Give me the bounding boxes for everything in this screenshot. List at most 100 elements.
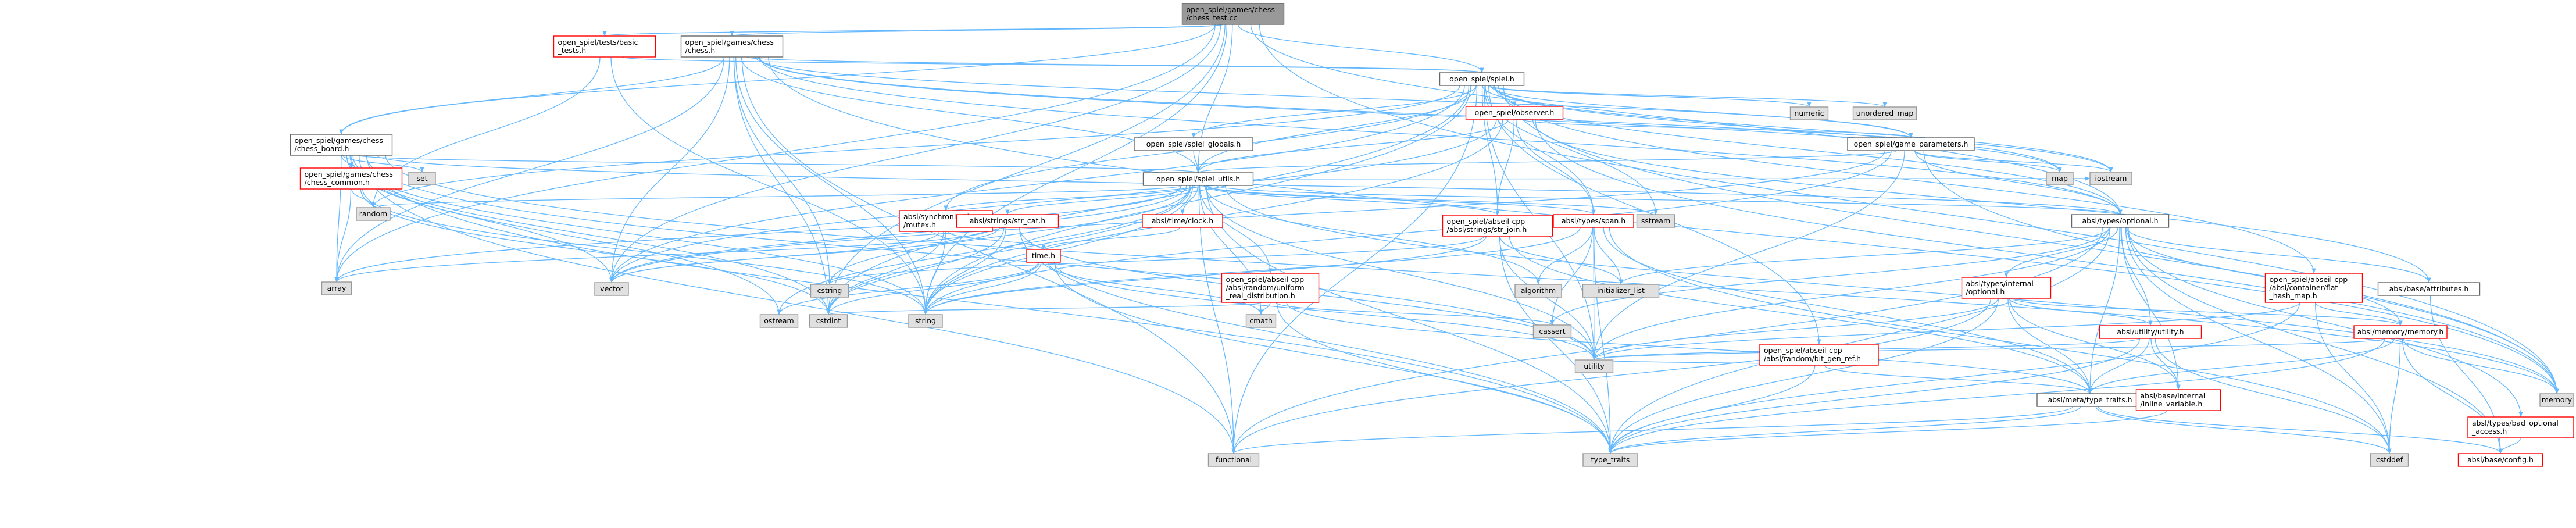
node-span_h[interactable]: absl/types/span.h [1553, 214, 1634, 228]
edge-time_h-to-ostream [777, 262, 1039, 315]
edge-chess_board-to-set [342, 155, 424, 173]
edge-optional_internal-to-memory_h [2013, 298, 2403, 326]
node-str_join[interactable]: open_spiel/abseil-cpp/absl/strings/str_j… [1442, 215, 1553, 237]
node-str_cat[interactable]: absl/strings/str_cat.h [956, 214, 1059, 228]
edge-game_params-to-vector [609, 150, 1885, 283]
node-chess_board[interactable]: open_spiel/games/chess/chess_board.h [290, 134, 393, 156]
edge-spiel_utils-to-functional [1198, 185, 1236, 454]
edge-optional_internal-to-utility_h [2009, 298, 2153, 326]
node-box [2377, 282, 2481, 296]
node-config_h[interactable]: absl/base/config.h [2457, 453, 2543, 467]
node-game_params[interactable]: open_spiel/game_parameters.h [1847, 137, 1975, 151]
edge-chess_test-to-string [923, 24, 1228, 315]
node-box [1582, 284, 1660, 298]
node-label: memory [2542, 395, 2573, 404]
node-uniform_real[interactable]: open_spiel/abseil-cpp/absl/random/unifor… [1221, 273, 1320, 303]
node-observer_h[interactable]: open_spiel/observer.h [1465, 106, 1564, 120]
edge-basic_tests-to-string [610, 56, 928, 315]
edge-span_h-to-initializer_list [1594, 227, 1623, 285]
node-cstddef: cstddef [2370, 453, 2409, 467]
edge-memory_h-to-memory [2403, 338, 2559, 394]
node-type_traits_h[interactable]: absl/meta/type_traits.h [2036, 393, 2143, 407]
node-inline_variable[interactable]: absl/base/internal/inline_variable.h [2135, 389, 2221, 411]
node-flat_hash_map[interactable]: open_spiel/abseil-cpp/absl/container/fla… [2264, 273, 2363, 303]
node-optional_h[interactable]: absl/types/optional.h [2071, 214, 2170, 228]
edge-game_params-to-iostream [1914, 150, 2113, 173]
node-box [2539, 393, 2574, 407]
edge-chess_board-to-type_traits [366, 155, 1613, 454]
node-spiel_h[interactable]: open_spiel/spiel.h [1439, 72, 1525, 86]
edge-absl_mutex-to-cstdint [826, 231, 944, 315]
edge-spiel_utils-to-span_h [1205, 185, 1596, 215]
edge-chess_h-to-array [334, 56, 725, 283]
edge-observer_h-to-vector [609, 119, 1497, 283]
node-box [1181, 3, 1285, 25]
edge-chess_common-to-array [334, 188, 352, 283]
node-label: _tests.h [558, 46, 587, 55]
edge-spiel_utils-to-ostream [777, 185, 1191, 315]
node-spiel_globals[interactable]: open_spiel/spiel_globals.h [1134, 137, 1253, 151]
node-label: _access.h [2471, 427, 2507, 436]
node-optional_internal[interactable]: absl/types/internal/optional.h [1961, 277, 2052, 299]
node-box [1142, 214, 1223, 228]
edge-span_h-to-cassert [1550, 227, 1594, 326]
node-ostream: ostream [759, 314, 799, 328]
node-box [356, 207, 391, 221]
edge-optional_internal-to-type_traits_h [2007, 298, 2092, 394]
edge-time_h-to-utility [1054, 262, 1596, 361]
edge-str_cat-to-type_traits [1019, 227, 1613, 454]
node-box [956, 214, 1059, 228]
node-vector: vector [594, 282, 629, 296]
edge-memory_h-to-utility [1592, 338, 2385, 361]
node-box [2264, 273, 2363, 303]
edge-spiel_h-to-memory [1503, 85, 2559, 394]
node-label: vector [600, 284, 624, 293]
node-label: random [359, 209, 387, 218]
node-label: open_spiel/observer.h [1475, 108, 1555, 117]
node-label: cstddef [2376, 455, 2403, 464]
node-box [2370, 453, 2409, 467]
edge-uniform_real-to-cstdint [827, 302, 1262, 315]
node-bad_optional[interactable]: absl/types/bad_optional_access.h [2467, 416, 2574, 438]
node-unordered_map: unordered_map [1852, 106, 1917, 120]
node-chess_test[interactable]: open_spiel/games/chess/chess_test.cc [1181, 3, 1285, 25]
node-memory_h[interactable]: absl/memory/memory.h [2353, 325, 2448, 339]
edge-spiel_utils-to-utility [1205, 185, 1596, 361]
node-label: absl/meta/type_traits.h [2048, 395, 2132, 404]
node-basic_tests[interactable]: open_spiel/tests/basic_tests.h [553, 35, 656, 58]
node-label: type_traits [1591, 455, 1630, 464]
node-sstream: sstream [1636, 214, 1675, 228]
edge-observer_h-to-game_params [1521, 119, 1913, 138]
node-numeric: numeric [1789, 106, 1829, 120]
edge-type_traits_h-to-type_traits [1608, 406, 2081, 454]
node-box [1026, 249, 1061, 263]
edge-absl_mutex-to-time_h [947, 231, 1046, 250]
node-label: absl/types/bad_optional [2472, 419, 2559, 427]
node-bit_gen_ref[interactable]: open_spiel/abseil-cpp/absl/random/bit_ge… [1759, 344, 1879, 366]
node-label: absl/base/config.h [2467, 455, 2534, 464]
node-utility_h[interactable]: absl/utility/utility.h [2099, 325, 2202, 339]
edge-absl_mutex-to-string [923, 231, 946, 315]
node-set: set [408, 172, 436, 185]
edge-spiel_utils-to-algorithm [1205, 185, 1541, 285]
edge-chess_h-to-chess_board [339, 56, 725, 135]
edge-optional_h-to-memory_h [2125, 227, 2403, 326]
node-time_h[interactable]: time.h [1026, 249, 1061, 263]
edge-chess_board-to-utility [366, 155, 1596, 361]
node-label: absl/types/optional.h [2082, 216, 2159, 225]
node-box [1574, 359, 1614, 373]
node-label: string [915, 316, 936, 325]
node-label: absl/memory/memory.h [2357, 327, 2444, 336]
node-clock_h[interactable]: absl/time/clock.h [1142, 214, 1223, 228]
node-chess_common[interactable]: open_spiel/games/chess/chess_common.h [299, 167, 403, 190]
edge-bad_optional-to-config_h [2498, 437, 2521, 454]
node-box [810, 284, 849, 298]
node-functional: functional [1207, 453, 1260, 467]
node-label: absl/base/internal [2141, 391, 2206, 400]
node-chess_h[interactable]: open_spiel/games/chess/chess.h [680, 35, 784, 58]
node-attributes_h[interactable]: absl/base/attributes.h [2377, 282, 2481, 296]
node-box [1134, 137, 1253, 151]
edge-spiel_utils-to-uniform_real [1199, 185, 1273, 274]
node-spiel_utils[interactable]: open_spiel/spiel_utils.h [1142, 172, 1254, 186]
edge-chess_board-to-functional [359, 155, 1236, 454]
